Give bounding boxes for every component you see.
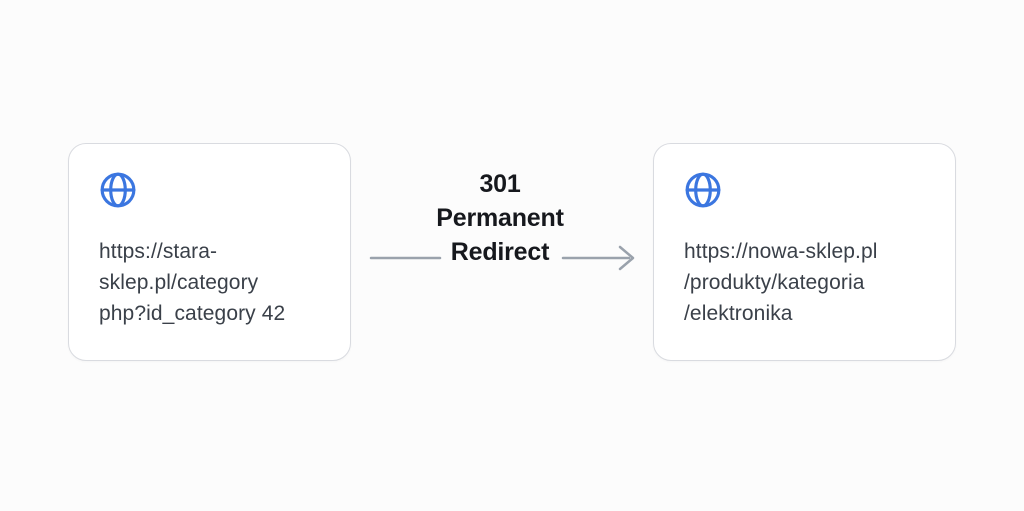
- redirect-status-label: 301 Permanent Redirect: [436, 170, 564, 266]
- target-url-card: https://nowa-sklep.pl /produkty/kategori…: [653, 143, 956, 361]
- globe-icon: [684, 171, 722, 209]
- source-url-card: https://stara- sklep.pl/category php?id_…: [68, 143, 351, 361]
- source-url-text: https://stara- sklep.pl/category php?id_…: [99, 240, 286, 325]
- globe-icon: [99, 171, 137, 209]
- target-url-text: https://nowa-sklep.pl /produkty/kategori…: [684, 240, 878, 325]
